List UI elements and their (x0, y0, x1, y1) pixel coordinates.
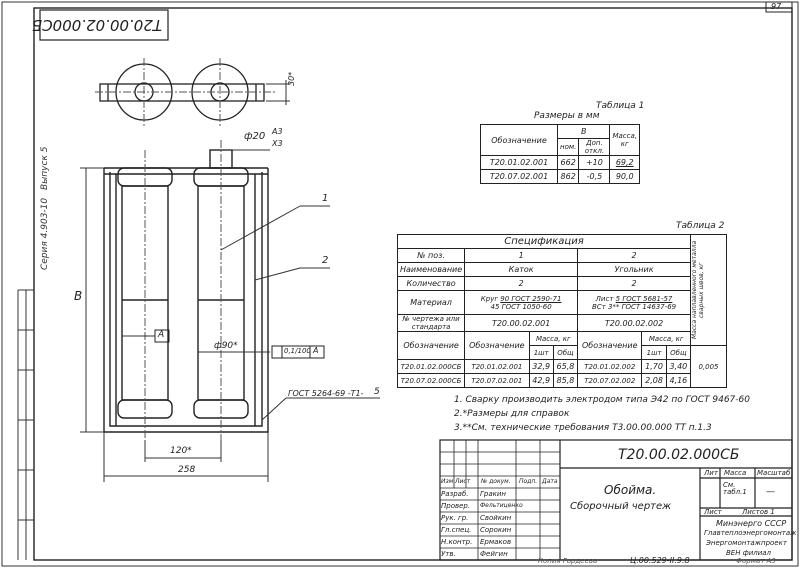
table1: Обозначение B Масса, кг ном. Доп. откл. … (480, 124, 640, 184)
dim-phi90: ф90* (214, 341, 238, 351)
tb-h-lit: Лит (704, 469, 718, 477)
weld-spec: ГОСТ 5264-69 -Т1- (288, 389, 364, 398)
name-1: Фельтиценко (480, 502, 523, 509)
note-2: 2.*Размеры для справок (454, 409, 570, 419)
tb-sheets: Листов 1 (742, 508, 775, 516)
table1-subtitle: Размеры в мм (534, 111, 600, 121)
name-4: Ермаков (480, 538, 512, 546)
name-5: Фейгин (480, 550, 508, 558)
datum-a: A (158, 330, 165, 340)
sheet-number: 97 (771, 2, 782, 11)
tb-sheet: Лист (704, 508, 722, 516)
note-1: 1. Сварку производить электродом типа Э4… (454, 395, 750, 405)
series-label: Серия 4.903-10 (40, 197, 50, 270)
name-0: Гракин (480, 490, 506, 498)
dim-120: 120* (170, 446, 192, 456)
table1-title: Таблица 1 (596, 101, 645, 111)
tb-col-izm: Изм (441, 478, 454, 485)
footer-format: Формат А3 (736, 557, 776, 565)
tb-code: Т20.00.02.000СБ (618, 447, 740, 463)
footer-copy: Копия Гордеева (538, 557, 598, 565)
tb-col-date: Дата (542, 478, 558, 485)
t1-h-mass: Масса, кг (609, 124, 640, 156)
dim-shaft-tol: A3 (272, 127, 283, 136)
role-5: Утв. (441, 550, 456, 558)
tb-col-doc: № докум. (481, 478, 511, 485)
tb-org1: Минэнерго СССР (716, 519, 787, 528)
table2-title: Таблица 2 (676, 221, 725, 231)
name-2: Свойкин (480, 514, 512, 522)
dim-shaft-tol2: X3 (272, 139, 283, 148)
tb-org3: Энергомонтажпроект (706, 539, 787, 547)
tb-org2: Главтеплоэнергомонтаж (704, 529, 797, 537)
table-row: Т20.07.02.001 862 -0,5 90,0 (480, 169, 640, 184)
issue-label: Выпуск 5 (40, 146, 50, 190)
dim-258: 258 (178, 465, 196, 475)
dim-30: 30* (287, 71, 296, 86)
tol-ref: A (313, 346, 319, 355)
t1-h-nom: ном. (556, 138, 580, 156)
spec-table: Спецификация Масса наплавленного металла… (396, 234, 727, 388)
leader-2: 2 (322, 255, 329, 266)
name-3: Сорокин (480, 526, 512, 534)
tol-box: 0,1/100 (284, 347, 311, 355)
tb-h-scale: Масштаб (757, 469, 791, 477)
table-row: Т20.01.02.001 662 +10 69,2 (480, 155, 640, 170)
tb-doc-type: Сборочный чертеж (570, 501, 672, 512)
tb-col-sign: Подп. (519, 478, 538, 485)
tb-org4: ВЕН филиал (726, 549, 772, 557)
role-1: Провер. (441, 502, 471, 510)
t1-h-designation: Обозначение (480, 124, 558, 156)
tb-h-mass: Масса (724, 469, 747, 477)
dim-shaft: ф20 (244, 131, 266, 142)
tb-scale-val: — (766, 487, 775, 497)
tb-col-list: Лист (455, 478, 471, 485)
tb-name: Обойма. (604, 483, 657, 497)
rotated-doc-code: Т20.00.02.000СБ (31, 16, 162, 34)
footer-inv: Ц.00.529-II.9.8 (630, 556, 690, 565)
t1-h-b: B (556, 124, 611, 139)
spec-side-label: Масса наплавленного металла сварных швов… (691, 240, 705, 340)
tb-mass-val: См. табл.1 (723, 481, 747, 496)
role-3: Гл.спец. (441, 526, 472, 534)
role-0: Разраб. (441, 490, 469, 498)
weld-leg: 5 (374, 387, 380, 397)
dim-b: B (74, 289, 83, 303)
t1-h-dop: Доп. откл. (578, 138, 611, 156)
role-2: Рук. гр. (441, 514, 469, 522)
role-4: Н.контр. (441, 538, 473, 546)
leader-1: 1 (322, 193, 329, 204)
note-3: 3.**См. технические требования Т3.00.00.… (454, 423, 712, 433)
